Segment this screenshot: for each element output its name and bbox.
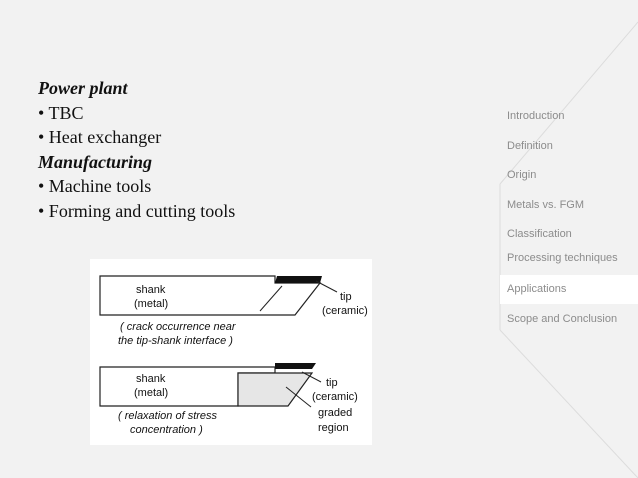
bullet-forming-cutting-tools: • Forming and cutting tools bbox=[38, 200, 236, 221]
nav-item-definition[interactable]: Definition bbox=[507, 140, 553, 152]
top-ceramic-tip bbox=[275, 276, 322, 283]
top-tip-label: tip bbox=[340, 291, 352, 303]
tool-diagram: shank (metal) tip (ceramic) ( crack occu… bbox=[90, 259, 372, 445]
heading-power-plant: Power plant bbox=[38, 78, 128, 98]
bottom-tip-label: tip bbox=[326, 377, 338, 389]
top-ceramic-label: (ceramic) bbox=[322, 305, 368, 317]
bullet-tbc: • TBC bbox=[38, 102, 84, 123]
nav-item-classification[interactable]: Classification bbox=[507, 228, 572, 240]
nav-item-introduction[interactable]: Introduction bbox=[507, 110, 565, 122]
bullet-heat-exchanger: • Heat exchanger bbox=[38, 127, 162, 147]
slide-content: Power plant • TBC • Heat exchanger Manuf… bbox=[38, 76, 478, 223]
bottom-region-label: region bbox=[318, 422, 349, 434]
bottom-shank-label: shank bbox=[136, 373, 166, 385]
bottom-graded-region bbox=[237, 372, 314, 407]
top-shank-label: shank bbox=[136, 284, 166, 296]
heading-manufacturing: Manufacturing bbox=[38, 151, 153, 172]
bottom-ceramic-tip bbox=[275, 363, 316, 369]
bottom-metal-label: (metal) bbox=[134, 387, 168, 399]
nav-item-processing-techniques[interactable]: Processing techniques bbox=[507, 252, 618, 264]
bottom-ceramic-label: (ceramic) bbox=[312, 391, 358, 403]
bullet-machine-tools: • Machine tools bbox=[38, 176, 152, 196]
top-tip-leader bbox=[315, 280, 338, 293]
bottom-caption-line1: ( relaxation of stress bbox=[118, 410, 218, 422]
nav-item-origin[interactable]: Origin bbox=[507, 169, 537, 181]
bottom-graded-label: graded bbox=[318, 407, 352, 419]
top-crack-leader bbox=[259, 285, 283, 312]
bottom-caption-line2: concentration ) bbox=[130, 424, 203, 436]
bottom-tip-leader bbox=[301, 371, 322, 383]
top-metal-label: (metal) bbox=[134, 298, 168, 310]
bottom-graded-leader bbox=[285, 386, 312, 408]
nav-item-metals-vs-fgm[interactable]: Metals vs. FGM bbox=[507, 199, 585, 211]
nav-item-scope-and-conclusion[interactable]: Scope and Conclusion bbox=[507, 313, 618, 325]
top-caption-line2: the tip-shank interface ) bbox=[118, 335, 233, 347]
nav-item-applications[interactable]: Applications bbox=[500, 275, 638, 304]
top-caption-line1: ( crack occurrence near bbox=[120, 321, 237, 333]
